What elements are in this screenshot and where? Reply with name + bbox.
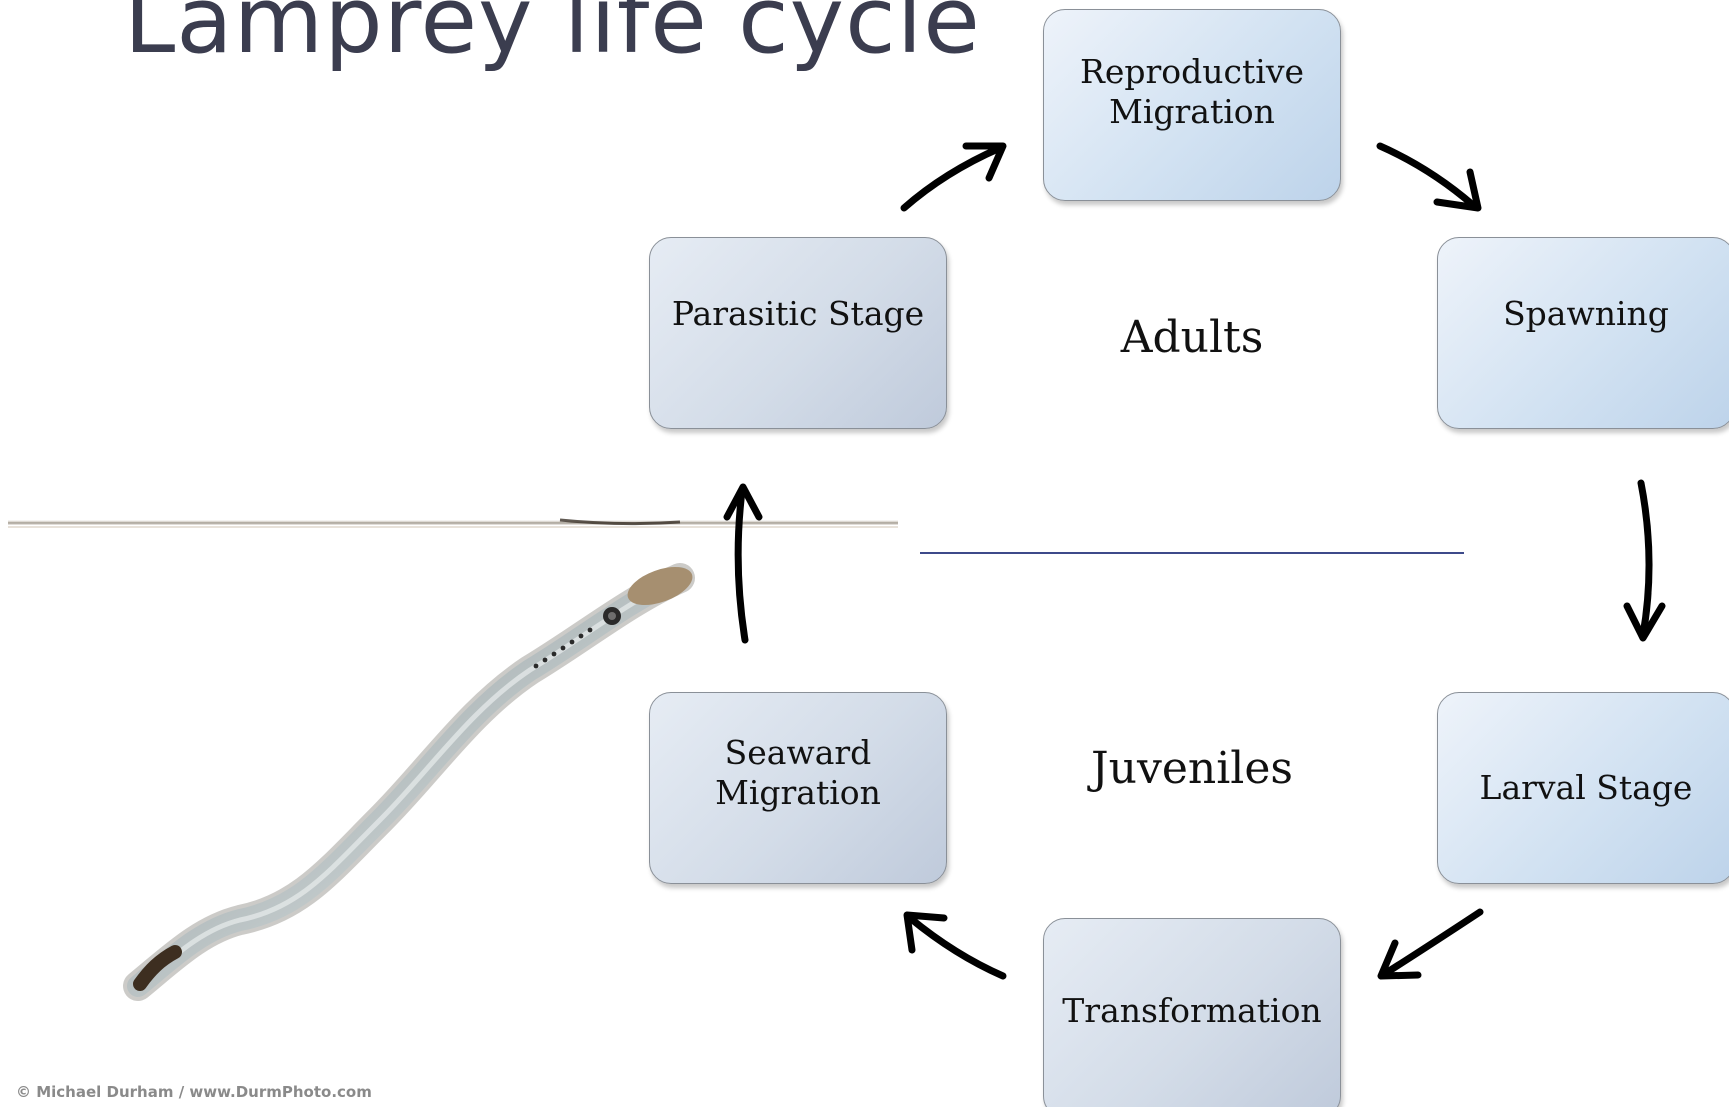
stage-reproductive-migration: Reproductive Migration — [1043, 9, 1341, 201]
photo-credit: © Michael Durham / www.DurmPhoto.com — [16, 1083, 372, 1101]
stage-larval: Larval Stage — [1437, 692, 1729, 884]
stage-transformation: Transformation — [1043, 918, 1341, 1107]
arrow-parasitic-to-reproductive — [904, 146, 1003, 208]
stage-label: Reproductive Migration — [1080, 52, 1304, 131]
juveniles-label: Juveniles — [1042, 743, 1342, 794]
stage-label: Spawning — [1503, 294, 1669, 334]
stage-parasitic: Parasitic Stage — [649, 237, 947, 429]
arrow-spawning-to-larval — [1627, 483, 1662, 638]
adult-juvenile-divider — [920, 552, 1464, 554]
stage-spawning: Spawning — [1437, 237, 1729, 429]
adults-label: Adults — [1042, 312, 1342, 363]
stage-label: Larval Stage — [1480, 768, 1693, 808]
stage-label: Transformation — [1062, 991, 1321, 1031]
stage-seaward-migration: Seaward Migration — [649, 692, 947, 884]
stage-label: Parasitic Stage — [672, 294, 924, 334]
slide-title: Lamprey life cycle — [124, 0, 981, 76]
arrow-transformation-to-seaward — [907, 915, 1003, 976]
stage-label: Seaward Migration — [715, 733, 881, 812]
arrow-larval-to-transformation — [1381, 912, 1480, 976]
arrow-reproductive-to-spawning — [1380, 146, 1478, 208]
